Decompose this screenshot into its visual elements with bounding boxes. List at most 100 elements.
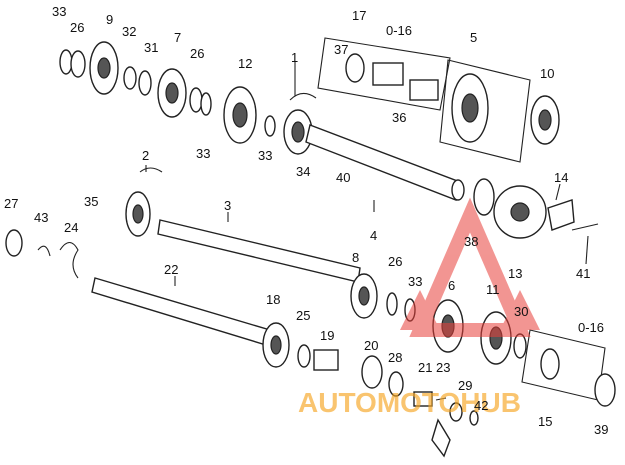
label-16: 0-16	[386, 23, 412, 38]
fixing-plate-14	[547, 199, 575, 231]
pin-23	[435, 397, 447, 401]
gear-12	[223, 86, 257, 144]
label-18: 18	[266, 292, 280, 307]
label-42: 42	[474, 398, 488, 413]
label-39: 39	[594, 422, 608, 437]
washer-26b	[189, 87, 203, 113]
spring-24	[59, 241, 79, 279]
bearing-box-17	[317, 37, 451, 111]
label-29: 29	[458, 378, 472, 393]
leader-lines	[145, 62, 589, 286]
label-28: 28	[388, 350, 402, 365]
label-26: 26	[70, 20, 84, 35]
label-5: 5	[470, 30, 477, 45]
gear-10	[530, 95, 560, 145]
label-33b: 33	[196, 146, 210, 161]
label-14: 14	[554, 170, 568, 185]
cap-39	[594, 373, 616, 407]
label-33: 33	[52, 4, 66, 19]
countershaft-4	[283, 109, 465, 201]
label-25: 25	[296, 308, 310, 323]
gear-7	[157, 68, 187, 118]
snap-ring-1	[289, 92, 317, 101]
clip-2	[139, 167, 163, 173]
washer-25	[297, 344, 311, 368]
label-36: 36	[392, 110, 406, 125]
label-37: 37	[334, 42, 348, 57]
label-8: 8	[352, 250, 359, 265]
label-33c: 33	[258, 148, 272, 163]
label-12: 12	[238, 56, 252, 71]
label-17: 17	[352, 8, 366, 23]
gear-5	[451, 73, 489, 143]
bearing-box-15	[521, 329, 606, 401]
bushing-21	[413, 391, 433, 407]
gear-9	[89, 41, 119, 95]
label-2: 2	[142, 148, 149, 163]
main-shaft-3	[157, 219, 361, 283]
label-26b: 26	[190, 46, 204, 61]
bearing-35	[125, 191, 151, 237]
label-24: 24	[64, 220, 78, 235]
bushing-32	[123, 66, 137, 90]
label-31: 31	[144, 40, 158, 55]
oil-seal-38	[473, 178, 495, 216]
circlip-33b	[200, 92, 212, 116]
label-41: 41	[576, 266, 590, 281]
label-27: 27	[4, 196, 18, 211]
label-33d: 33	[408, 274, 422, 289]
label-4: 4	[370, 228, 377, 243]
bearing-15	[540, 348, 560, 380]
circlip-33c	[264, 115, 276, 137]
label-38: 38	[464, 234, 478, 249]
washer-30	[513, 333, 527, 359]
part-labels: 33 26 9 32 31 7 26 12 1 17 0-16 37 5 10 …	[4, 4, 608, 437]
pin-43	[37, 245, 51, 257]
label-11: 11	[486, 282, 500, 297]
needle-bearing-36	[409, 79, 439, 101]
ring-27	[5, 229, 23, 257]
label-20: 20	[364, 338, 378, 353]
label-23: 23	[436, 360, 450, 375]
label-7: 7	[174, 30, 181, 45]
washer-29	[449, 402, 463, 422]
label-40: 40	[336, 170, 350, 185]
label-1: 1	[291, 50, 298, 65]
label-3: 3	[224, 198, 231, 213]
washer-28	[388, 371, 404, 397]
label-32: 32	[122, 24, 136, 39]
sprocket-13	[493, 185, 547, 239]
label-21: 21	[418, 360, 432, 375]
mainshaft-22	[91, 277, 271, 346]
collar-20	[361, 355, 383, 389]
washer-26	[70, 50, 86, 78]
label-19: 19	[320, 328, 334, 343]
lever-arm	[431, 418, 451, 458]
circlip-33	[59, 49, 73, 75]
gear-box-5	[439, 59, 531, 163]
label-13: 13	[508, 266, 522, 281]
label-34: 34	[296, 164, 310, 179]
gear-8	[350, 273, 378, 319]
watermark-text: AUTOMOTOHUB	[298, 387, 521, 418]
bushing-19	[313, 349, 339, 371]
gear-18	[262, 322, 290, 368]
label-16b: 0-16	[578, 320, 604, 335]
washer-31	[138, 70, 152, 96]
label-35: 35	[84, 194, 98, 209]
watermark-logo	[400, 197, 540, 337]
label-10: 10	[540, 66, 554, 81]
bearing-37	[345, 53, 404, 86]
bolt-41	[571, 223, 599, 231]
label-15: 15	[538, 414, 552, 429]
clip-42	[469, 410, 479, 426]
label-43: 43	[34, 210, 48, 225]
washer-26c	[386, 292, 398, 316]
label-30: 30	[514, 304, 528, 319]
label-6: 6	[448, 278, 455, 293]
label-9: 9	[106, 12, 113, 27]
label-26c: 26	[388, 254, 402, 269]
label-22: 22	[164, 262, 178, 277]
